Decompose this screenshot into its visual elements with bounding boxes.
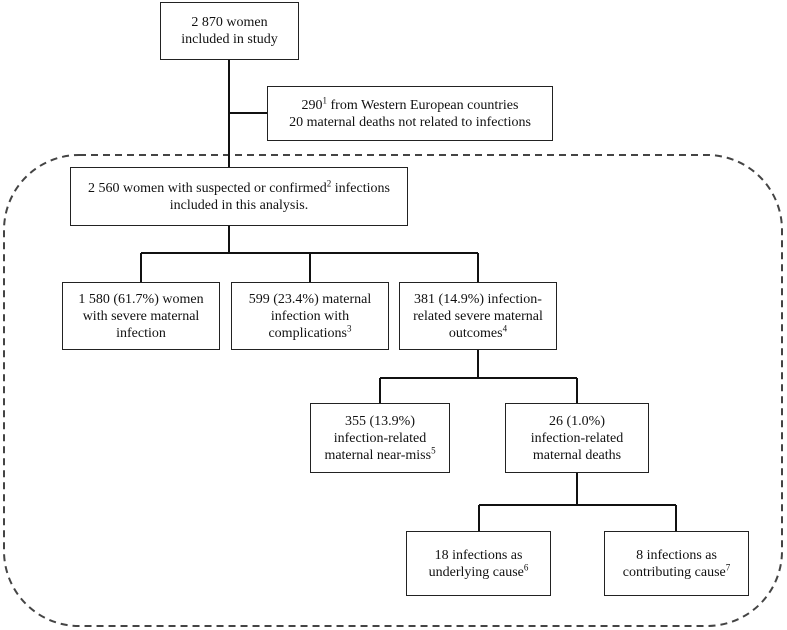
box-text-line: maternal deaths: [533, 447, 621, 464]
box-text: included in study: [181, 32, 278, 47]
box-text-line: 2 560 women with suspected or confirmed2…: [88, 177, 390, 197]
box-text-line: infection-related: [531, 430, 624, 447]
box-text-line: 2 870 women: [191, 14, 267, 31]
box-text-line: underlying cause6: [428, 561, 529, 581]
box-text: 355 (13.9%): [345, 413, 415, 429]
box-text: outcomes: [448, 325, 503, 341]
box-text: infection: [116, 325, 166, 341]
box-text: 599 (23.4%) maternal: [248, 291, 372, 307]
footnote-marker: 1: [322, 94, 328, 105]
box-text: infection with: [270, 308, 350, 324]
box-text-line: related severe maternal: [413, 308, 543, 325]
box-text-line: 599 (23.4%) maternal: [249, 291, 371, 308]
footnote-marker: 2: [326, 177, 332, 188]
box-text-line: infection-related: [334, 430, 427, 447]
box-text: 1 580 (61.7%) women: [78, 291, 204, 307]
box-text-tail: infections: [331, 180, 390, 196]
box-text-line: 20 maternal deaths not related to infect…: [289, 114, 531, 131]
box-text-line: 18 infections as: [435, 547, 523, 564]
box-text-line: included in this analysis.: [170, 197, 308, 214]
box-text-line: 8 infections as: [636, 547, 717, 564]
box-text: infection-related: [333, 430, 427, 446]
footnote-marker: 6: [523, 561, 529, 572]
box-text-line: infection with: [271, 308, 349, 325]
footnote-marker: 3: [347, 322, 352, 333]
box-study-population: 2 870 women included in study: [160, 2, 299, 60]
box-text: 18 infections as: [434, 547, 523, 563]
box-text: related severe maternal: [413, 308, 543, 324]
box-text: 2 560 women with suspected or confirmed: [88, 180, 327, 196]
footnote-marker: 5: [431, 444, 436, 455]
box-text: underlying cause: [428, 564, 524, 580]
box-text-line: 1 580 (61.7%) women: [78, 291, 203, 308]
box-text: 381 (14.9%) infection-: [414, 291, 542, 307]
box-text-line: contributing cause7: [622, 561, 731, 581]
box-text: maternal deaths: [532, 447, 622, 463]
box-text-line: maternal near-miss5: [324, 444, 436, 464]
box-text-line: infection: [116, 325, 166, 342]
box-text-line: with severe maternal: [83, 308, 200, 325]
box-text: contributing cause: [622, 564, 726, 580]
box-text: 290: [301, 97, 323, 113]
footnote-marker: 7: [725, 561, 731, 572]
box-text: maternal near-miss: [324, 447, 432, 463]
box-text: included in this analysis.: [169, 197, 309, 213]
box-text-line: 2901 from Western European countries: [301, 94, 519, 114]
box-text-line: 355 (13.9%): [345, 413, 415, 430]
box-text: complications: [268, 325, 348, 341]
box-text: 8 infections as: [636, 547, 717, 563]
box-severe-maternal-outcomes: 381 (14.9%) infection-related severe mat…: [399, 282, 557, 350]
footnote-marker: 4: [502, 322, 508, 333]
box-text-line: 26 (1.0%): [549, 413, 605, 430]
box-text: infection-related: [530, 430, 624, 446]
box-text-line: 381 (14.9%) infection-: [414, 291, 542, 308]
box-analysis-population: 2 560 women with suspected or confirmed2…: [70, 167, 408, 226]
box-text: 26 (1.0%): [549, 413, 605, 429]
box-text: with severe maternal: [82, 308, 200, 324]
box-text-line: complications3: [268, 322, 352, 342]
dashed-analysis-region: [3, 154, 783, 627]
box-text-line: included in study: [181, 31, 277, 48]
box-text: 20 maternal deaths not related to infect…: [289, 114, 531, 130]
box-text: 2 870 women: [191, 15, 268, 30]
box-text-line: outcomes4: [448, 322, 508, 342]
box-text-tail: from Western European countries: [327, 97, 519, 113]
